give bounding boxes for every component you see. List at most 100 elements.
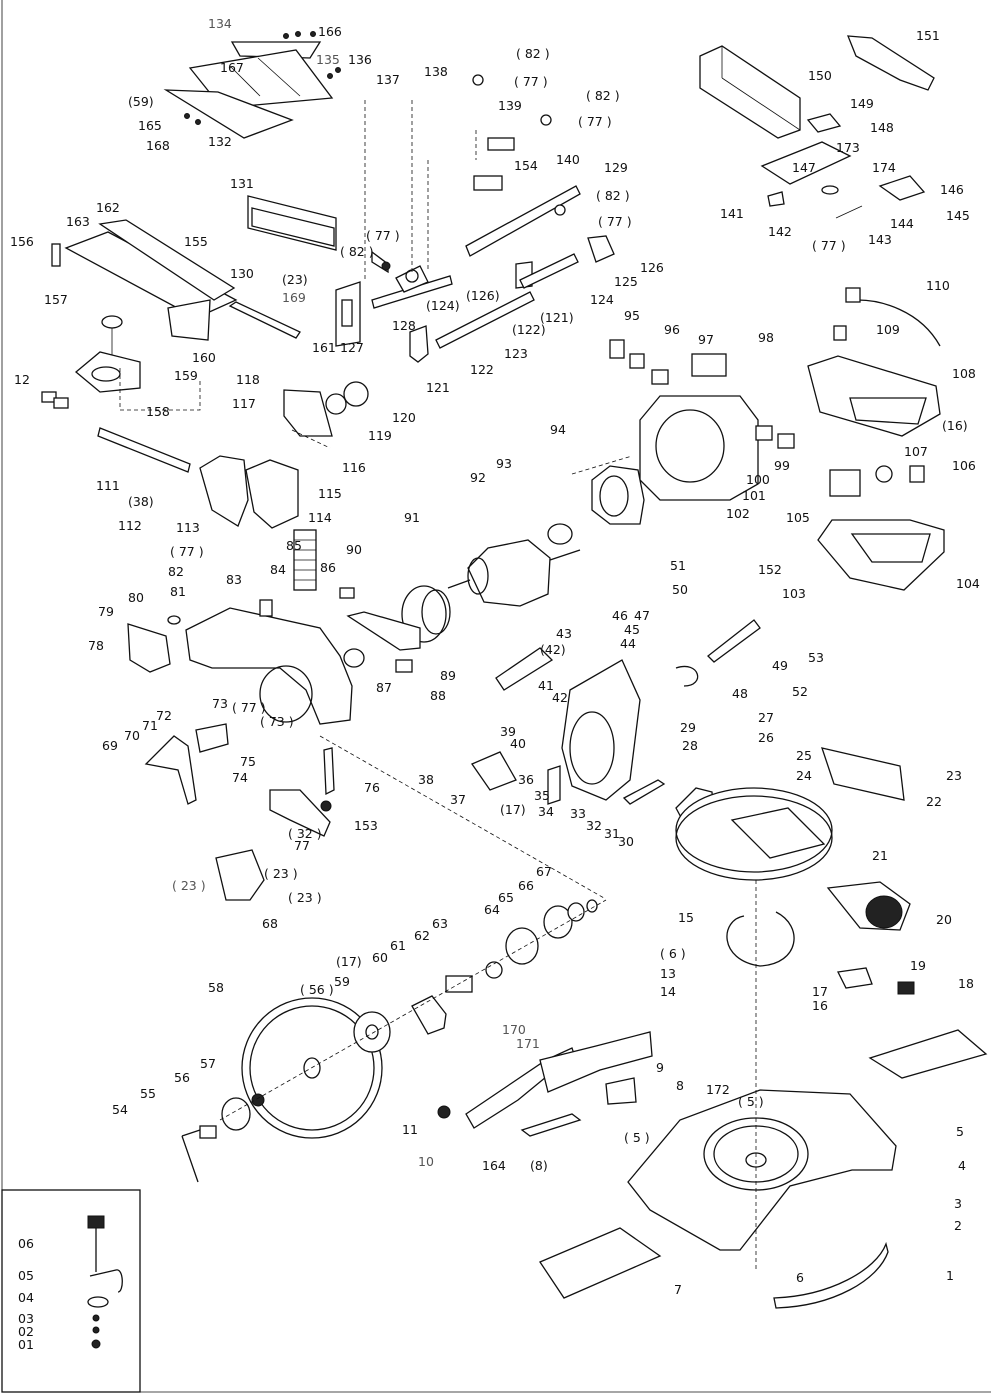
part-65 [543, 905, 573, 939]
part-109 [833, 325, 847, 341]
part-label: 85 [286, 538, 302, 553]
part-label: 99 [774, 458, 790, 473]
part-76 [323, 747, 335, 796]
part-129 [465, 185, 581, 257]
blade-assembly [181, 735, 607, 1183]
part-label: 57 [200, 1056, 216, 1071]
part-label: 105 [786, 510, 810, 525]
part-label: 116 [342, 460, 366, 475]
sliding-bracket-assembly [335, 100, 615, 363]
part-label: 160 [192, 350, 216, 365]
part-96 [629, 353, 645, 369]
part-label: ( 23 ) [172, 878, 206, 893]
part-label: 30 [618, 834, 634, 849]
part-label: 1 [946, 1268, 954, 1283]
part-label: 52 [792, 684, 808, 699]
part-label: 56 [174, 1070, 190, 1085]
part-18 [897, 981, 915, 995]
part-48 [675, 665, 699, 687]
part-80 [167, 615, 181, 625]
part-label: 13 [660, 966, 676, 981]
part-21 [675, 787, 833, 873]
part-label: 172 [706, 1082, 730, 1097]
part-label: 32 [586, 818, 602, 833]
part-label: 23 [946, 768, 962, 783]
part-label: 18 [958, 976, 974, 991]
part-label: 45 [624, 622, 640, 637]
part-label: 131 [230, 176, 254, 191]
part-104 [817, 519, 945, 591]
part-12 [41, 391, 57, 403]
part-label: ( 77 ) [812, 238, 846, 253]
part-label: 150 [808, 68, 832, 83]
part-29 [622, 779, 666, 805]
part-97 [651, 369, 669, 385]
part-label: 171 [516, 1036, 540, 1051]
part-label: 14 [660, 984, 676, 999]
part-label: 101 [742, 488, 766, 503]
part-label: 154 [514, 158, 538, 173]
part-56 [221, 1097, 251, 1131]
part-label: (42) [540, 642, 566, 657]
part-label: ( 82 ) [516, 46, 550, 61]
part-label: 130 [230, 266, 254, 281]
part-label: 87 [376, 680, 392, 695]
part-label: 169 [282, 290, 306, 305]
part-64 [505, 927, 539, 965]
part-label: ( 5 ) [624, 1130, 650, 1145]
part-121 [409, 325, 429, 363]
part-label: 19 [910, 958, 926, 973]
part-67 [586, 899, 598, 913]
part-label: 111 [96, 478, 120, 493]
part-label: 174 [872, 160, 896, 175]
part-label: (126) [466, 288, 500, 303]
part-label: 02 [18, 1324, 34, 1339]
part-56a [353, 1011, 391, 1053]
part-label: 78 [88, 638, 104, 653]
part-label: 69 [102, 738, 118, 753]
part-label: 11 [402, 1122, 418, 1137]
part-label: 104 [956, 576, 980, 591]
part-99 [755, 425, 773, 441]
part-60 [411, 995, 447, 1035]
part-label: ( 77 ) [232, 700, 266, 715]
part-label: ( 77 ) [578, 114, 612, 129]
part-label: (17) [336, 954, 362, 969]
motor-assembly [401, 339, 795, 643]
part-92 [547, 523, 573, 545]
power-cord [857, 299, 941, 347]
part-161 [228, 301, 301, 339]
part-120 [343, 381, 369, 407]
part-label: 93 [496, 456, 512, 471]
part-label: 48 [732, 686, 748, 701]
part-89 [346, 611, 421, 651]
part-label: 22 [926, 794, 942, 809]
part-125 [519, 253, 579, 289]
hex-key-icon [181, 1129, 201, 1183]
part-label: 51 [670, 558, 686, 573]
part-label: 141 [720, 206, 744, 221]
part-22 [821, 747, 905, 801]
part-label: 74 [232, 770, 248, 785]
part-11 [437, 1105, 451, 1119]
part-label: 10 [418, 1154, 434, 1169]
part-label: 5 [956, 1124, 964, 1139]
part-label: (38) [128, 494, 154, 509]
blade-guard-assembly [97, 381, 369, 529]
arm-assembly [127, 529, 421, 725]
part-label: 04 [18, 1290, 34, 1305]
part-label: 59 [334, 974, 350, 989]
part-04 [87, 1296, 109, 1308]
part-95 [609, 339, 625, 359]
part-173 [821, 185, 839, 195]
part-label: 90 [346, 542, 362, 557]
fence-assembly-upper [41, 31, 341, 411]
part-label: 106 [952, 458, 976, 473]
part-108 [807, 355, 941, 437]
part-label: 33 [570, 806, 586, 821]
part-label: 173 [836, 140, 860, 155]
part-label: 129 [604, 160, 628, 175]
